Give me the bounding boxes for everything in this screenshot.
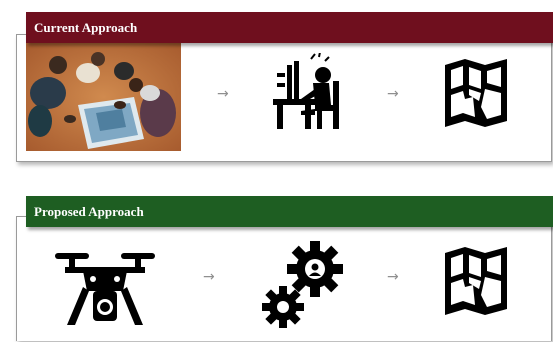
- current-approach-title: Current Approach: [34, 20, 138, 35]
- proposed-approach-section: Proposed Approach: [16, 194, 553, 341]
- map-icon: [441, 55, 511, 131]
- person-at-desk-icon: [271, 51, 347, 133]
- arrow-2: →: [387, 86, 399, 102]
- arrow-3: →: [203, 269, 215, 285]
- map-icon: [441, 243, 511, 319]
- current-approach-header: Current Approach: [26, 12, 553, 43]
- proposed-approach-title: Proposed Approach: [34, 204, 144, 219]
- gears-icon: [261, 239, 343, 333]
- arrow-1: →: [217, 86, 229, 102]
- current-approach-section: Current Approach: [16, 4, 553, 162]
- drone-icon: [53, 247, 157, 337]
- proposed-approach-panel: →: [16, 216, 552, 341]
- field-team-photo: [26, 43, 181, 151]
- current-approach-panel: →: [16, 34, 552, 162]
- arrow-4: →: [387, 269, 399, 285]
- proposed-approach-header: Proposed Approach: [26, 196, 553, 227]
